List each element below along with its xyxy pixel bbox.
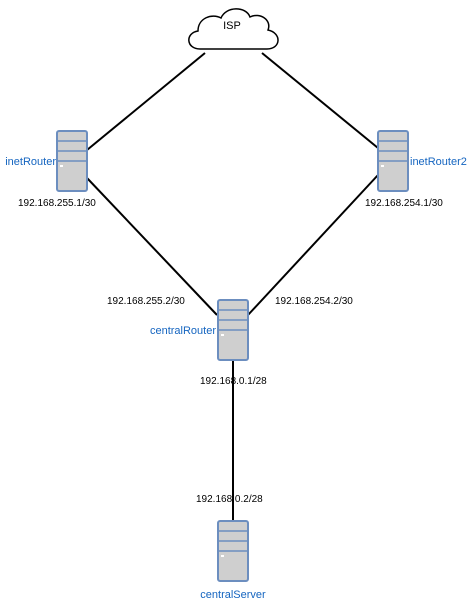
link-inetrouter2-centralrouter (247, 174, 379, 316)
centralserver-label: centralServer (200, 589, 266, 601)
inetrouter-label: inetRouter (5, 156, 56, 168)
addr-centralrouter-to-inet: 192.168.255.2/30 (107, 296, 185, 307)
link-isp-inetrouter (86, 52, 206, 151)
addr-centralrouter-to-inet2: 192.168.254.2/30 (275, 296, 353, 307)
server-icon (217, 299, 249, 361)
addr-inetrouter2-lan: 192.168.254.1/30 (365, 198, 443, 209)
server-icon (377, 130, 409, 192)
node-centralrouter[interactable]: centralRouter (150, 299, 249, 361)
centralrouter-label: centralRouter (150, 325, 216, 337)
node-inetrouter2[interactable]: inetRouter2 (377, 130, 467, 192)
cloud-icon (188, 8, 279, 50)
link-inetrouter-centralrouter (86, 177, 218, 316)
isp-cloud: ISP (188, 8, 279, 50)
isp-label: ISP (223, 20, 241, 32)
addr-inetrouter-lan: 192.168.255.1/30 (18, 198, 96, 209)
node-inetrouter[interactable]: inetRouter (5, 130, 88, 192)
addr-centralserver-lan: 192.168.0.2/28 (196, 494, 263, 505)
inetrouter2-label: inetRouter2 (410, 156, 467, 168)
link-isp-inetrouter2 (261, 52, 379, 149)
node-centralserver[interactable]: centralServer (200, 520, 266, 601)
links (86, 52, 379, 521)
addr-centralrouter-lan: 192.168.0.1/28 (200, 376, 267, 387)
server-icon (56, 130, 88, 192)
server-icon (217, 520, 249, 582)
address-labels: 192.168.255.1/30 192.168.254.1/30 192.16… (18, 198, 443, 505)
